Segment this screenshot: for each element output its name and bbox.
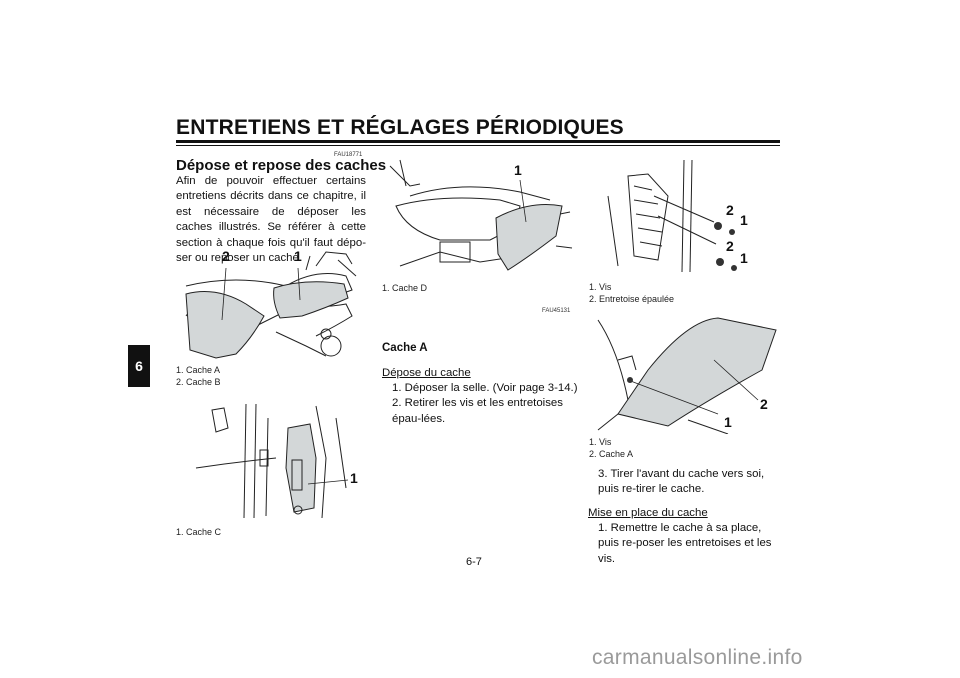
callout-1: 1	[740, 250, 748, 266]
figure-cache-c: 1	[176, 398, 366, 524]
callout-2: 2	[760, 396, 768, 412]
section-code: FAU45131	[542, 308, 571, 314]
motorcycle-side-illustration	[185, 251, 357, 359]
subsection-title: Cache A	[382, 342, 428, 354]
watermark: carmanualsonline.info	[592, 646, 803, 669]
figure-caption: 1. Vis 2. Entretoise épaulée	[589, 282, 674, 305]
callout-2: 2	[222, 248, 230, 264]
caption-line: 1. Cache D	[382, 283, 428, 293]
figure-caption: 1. Cache D	[382, 283, 427, 295]
figure-caption: 1. Cache C	[176, 527, 221, 539]
removal-heading: Dépose du cache	[382, 367, 471, 379]
figure-caption: 1. Cache A 2. Cache B	[176, 365, 221, 388]
header-rule-thin	[176, 145, 780, 146]
callout-1: 1	[294, 248, 302, 264]
figure-cache-d: 1	[380, 156, 576, 278]
chapter-tab: 6	[128, 345, 150, 387]
fuel-tank-illustration	[389, 159, 573, 271]
callout-1: 1	[514, 162, 522, 178]
side-cover-detail-illustration	[607, 159, 737, 273]
step-item: 1. Remettre le cache à sa place, puis re…	[598, 522, 772, 565]
step-item: 1. Déposer la selle. (Voir page 3-14.)	[392, 382, 578, 394]
step-item: 2. Retirer les vis et les entretoises ép…	[392, 397, 563, 425]
install-heading: Mise en place du cache	[588, 507, 708, 519]
removal-steps: 1. Déposer la selle. (Voir page 3-14.) 2…	[390, 381, 578, 427]
caption-line: 1. Cache C	[176, 527, 222, 537]
cover-removal-illustration	[597, 317, 777, 434]
callout-1: 1	[724, 414, 732, 430]
page-number: 6-7	[466, 556, 482, 568]
front-fork-illustration	[195, 403, 349, 519]
caption-line: 1. Cache A	[176, 365, 221, 375]
section-title: Dépose et repose des caches	[176, 157, 387, 174]
intro-paragraph: Afin de pouvoir effectuer certains entre…	[176, 175, 366, 265]
figure-caption: 1. Vis 2. Cache A	[589, 437, 633, 460]
figure-cache-a-removal: 2 1	[588, 310, 780, 434]
callout-1: 1	[740, 212, 748, 228]
caption-line: 2. Entretoise épaulée	[589, 293, 675, 304]
section-code: FAU18771	[334, 152, 363, 158]
step-item: 3. Tirer l'avant du cache vers soi, puis…	[598, 468, 765, 496]
figure-screws-spacers: 2 1 2 1	[588, 156, 780, 278]
callout-2: 2	[726, 238, 734, 254]
caption-line: 1. Vis	[589, 437, 612, 447]
caption-line: 2. Cache B	[176, 376, 221, 387]
callout-2: 2	[726, 202, 734, 218]
callout-1: 1	[350, 470, 358, 486]
caption-line: 1. Vis	[589, 282, 612, 292]
figure-cache-a-b: 2 1	[176, 246, 366, 362]
caption-line: 2. Cache A	[589, 448, 634, 459]
header-rule	[176, 140, 780, 143]
page-header-title: ENTRETIENS ET RÉGLAGES PÉRIODIQUES	[176, 116, 624, 139]
